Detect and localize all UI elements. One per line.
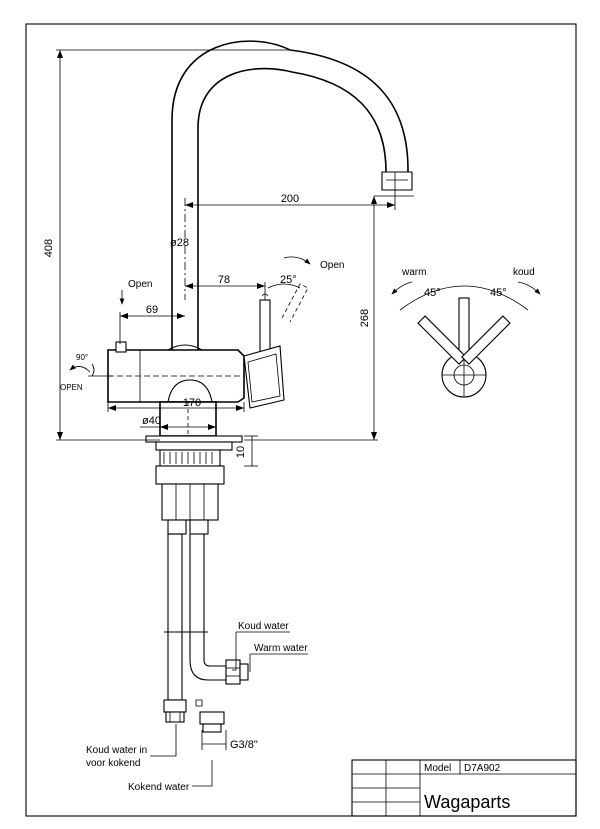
cartridge-housing xyxy=(243,345,285,409)
spout-tip xyxy=(381,171,413,191)
handle-top-view xyxy=(391,281,541,398)
cold-in-fitting xyxy=(163,699,187,713)
label-open-right: Open xyxy=(320,260,344,271)
hose-left xyxy=(167,533,183,701)
angle-right: 45° xyxy=(490,287,507,299)
label-open-top: Open xyxy=(128,279,152,290)
dim-body-offset: 69 xyxy=(146,304,158,316)
hose-right xyxy=(189,533,227,681)
lever-cold xyxy=(461,315,511,365)
boiling-fitting xyxy=(199,711,225,725)
label-warm-water: Warm water xyxy=(254,643,308,654)
spout-inner xyxy=(197,67,387,350)
model-value: D7A902 xyxy=(464,763,501,774)
model-label: Model xyxy=(424,763,451,774)
label-cold-water: Koud water xyxy=(238,621,289,632)
label-cold-in-2: voor kokend xyxy=(86,758,140,769)
left-knob xyxy=(115,341,127,353)
dim-rotate-angle: 90° xyxy=(76,353,88,362)
lever-warm xyxy=(417,315,467,365)
mounting-plate xyxy=(145,435,243,443)
dim-height-spout: 268 xyxy=(359,309,371,327)
dim-spout-diameter: ø28 xyxy=(170,237,189,249)
label-boiling-water: Kokend water xyxy=(128,782,190,793)
label-cold-in-1: Koud water in xyxy=(86,745,147,756)
dimensions xyxy=(56,49,414,750)
warm-water-fitting xyxy=(225,659,241,685)
label-cold: koud xyxy=(513,267,535,278)
body-base xyxy=(167,379,213,403)
handle-rotated xyxy=(281,283,309,323)
hose-boiling xyxy=(195,699,203,707)
page-frame xyxy=(25,23,577,817)
label-open-left: OPEN xyxy=(60,383,83,392)
dim-base-diameter: ø40 xyxy=(142,415,161,427)
cold-arrow xyxy=(517,281,541,295)
label-thread: G3/8" xyxy=(230,739,258,751)
open-arrow-right xyxy=(283,256,311,265)
dim-handle-offset: 78 xyxy=(218,274,230,286)
title-block: Model D7A902 Wagaparts xyxy=(351,759,577,817)
label-warm: warm xyxy=(401,267,426,278)
hoses xyxy=(163,533,249,733)
lever-center xyxy=(458,297,470,359)
fixing-nut xyxy=(155,465,225,485)
dim-angle-handle: 25° xyxy=(280,274,297,286)
handle-lever xyxy=(259,299,271,357)
brand-name: Wagaparts xyxy=(424,792,510,812)
angle-left: 45° xyxy=(424,287,441,299)
dim-height-total: 408 xyxy=(43,239,55,257)
dim-base-height: 10 xyxy=(235,446,247,458)
threaded-shank xyxy=(159,449,221,467)
dim-body-width: 170 xyxy=(183,397,201,409)
rotate-arrow-left xyxy=(69,364,91,373)
leaders xyxy=(150,631,308,787)
warm-arrow xyxy=(391,281,413,295)
dim-reach: 200 xyxy=(281,193,299,205)
labels: 408 268 200 ø28 78 25° Open Open 69 90° … xyxy=(43,193,535,793)
